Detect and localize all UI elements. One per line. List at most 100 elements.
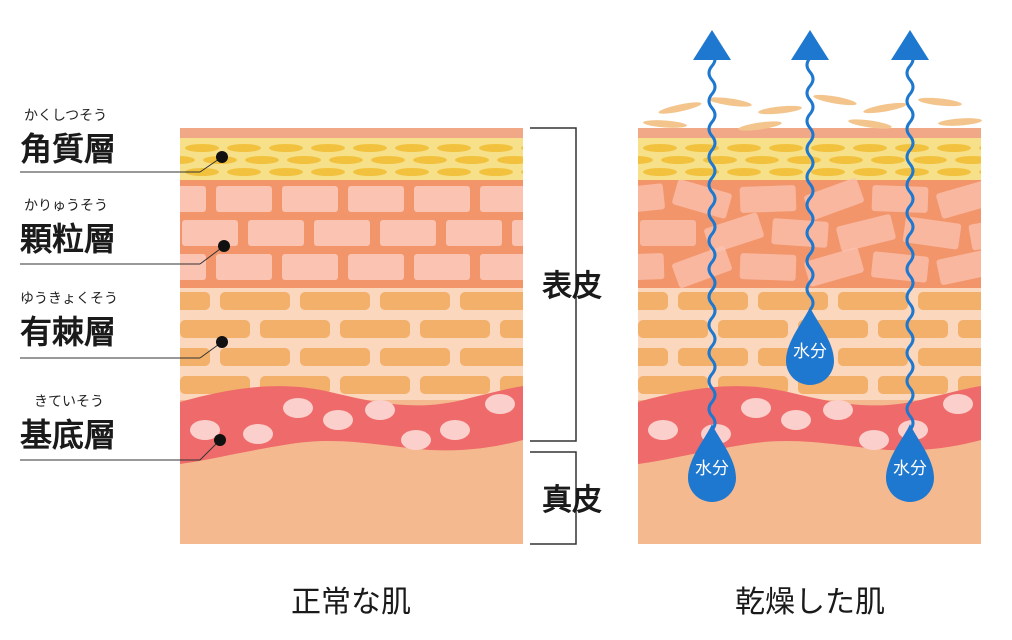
granular-cell xyxy=(348,254,404,280)
spinous-cell xyxy=(180,348,210,366)
granular-cell xyxy=(180,254,206,280)
corneum-cell xyxy=(395,168,429,176)
corneum-cell xyxy=(979,146,981,150)
corneum-cell xyxy=(245,156,279,164)
lifted-flake xyxy=(643,120,687,128)
granular-cell xyxy=(871,185,929,213)
granular-cell xyxy=(182,220,238,246)
lifted-flake xyxy=(738,121,782,131)
lifted-flake xyxy=(758,105,802,115)
granular-cell xyxy=(640,220,696,246)
granular-cell xyxy=(638,183,665,215)
corneum-cell xyxy=(661,156,695,164)
corneum-cell xyxy=(521,170,523,174)
corneum-cell xyxy=(353,144,387,152)
caption-dry-skin: 乾燥した肌 xyxy=(735,585,885,620)
corneum-cell xyxy=(413,156,447,164)
normal-granular-cells xyxy=(180,186,523,280)
spinous-cell xyxy=(380,292,450,310)
corneum-cell xyxy=(437,144,471,152)
granular-cell xyxy=(771,218,829,248)
granular-cell xyxy=(248,220,304,246)
basal-cell xyxy=(190,420,220,440)
evaporation-wave xyxy=(905,37,915,431)
lifted-flake xyxy=(863,102,907,114)
svg-text:顆粒層: 顆粒層 xyxy=(20,220,116,258)
basal-cell xyxy=(401,430,431,450)
spinous-cell xyxy=(340,320,410,338)
spinous-cell xyxy=(878,320,948,338)
spinous-cell xyxy=(500,320,523,338)
basal-cell xyxy=(283,398,313,418)
granular-cell xyxy=(348,186,404,212)
corneum-cell xyxy=(769,144,803,152)
granular-cell xyxy=(480,186,523,212)
label-stratum-corneum: かくしつそう 角質層 xyxy=(20,108,228,173)
granular-cell xyxy=(902,216,962,250)
dry-lifted-flakes xyxy=(643,94,982,131)
basal-cell xyxy=(243,424,273,444)
spinous-cell xyxy=(638,348,668,366)
caption-normal-skin: 正常な肌 xyxy=(291,585,411,620)
arrow-head xyxy=(791,30,829,60)
dry-corneum-cells xyxy=(638,144,981,176)
granular-cell xyxy=(414,254,470,280)
svg-text:きていそう: きていそう xyxy=(34,394,104,410)
normal-basal-cells xyxy=(190,394,515,450)
corneum-cell xyxy=(311,144,345,152)
corneum-cell xyxy=(371,156,405,164)
corneum-cell xyxy=(479,168,513,176)
granular-cell xyxy=(804,247,864,287)
granular-cell xyxy=(936,179,981,219)
label-stratum-granulosum: かりゅうそう 顆粒層 xyxy=(20,198,230,265)
corneum-cell xyxy=(853,144,887,152)
spinous-cell xyxy=(420,320,490,338)
granular-cell xyxy=(216,186,272,212)
lifted-flake xyxy=(918,97,962,107)
corneum-cell xyxy=(769,168,803,176)
corneum-cell xyxy=(787,156,821,164)
basal-cell xyxy=(485,394,515,414)
granular-cell xyxy=(180,186,206,212)
lifted-flake xyxy=(708,97,752,107)
basal-cell xyxy=(859,430,889,450)
corneum-cell xyxy=(727,144,761,152)
svg-text:水分: 水分 xyxy=(695,459,729,479)
corneum-cell xyxy=(311,168,345,176)
normal-spinous-cells xyxy=(180,292,523,394)
granular-cell xyxy=(480,254,523,280)
corneum-cell xyxy=(871,156,905,164)
svg-text:水分: 水分 xyxy=(893,459,927,479)
granular-cell xyxy=(414,186,470,212)
spinous-cell xyxy=(220,348,290,366)
lifted-flake xyxy=(813,94,857,106)
spinous-cell xyxy=(718,320,788,338)
corneum-cell xyxy=(479,144,513,152)
corneum-cell xyxy=(143,144,177,152)
arrow-head xyxy=(891,30,929,60)
spinous-cell xyxy=(420,376,490,394)
corneum-cell xyxy=(811,168,845,176)
corneum-cell xyxy=(269,168,303,176)
normal-skin-panel xyxy=(143,128,523,544)
spinous-cell xyxy=(460,348,523,366)
corneum-cell xyxy=(185,144,219,152)
corneum-cell xyxy=(643,144,677,152)
spinous-cell xyxy=(678,292,748,310)
granular-cell xyxy=(739,185,797,213)
corneum-cell xyxy=(811,144,845,152)
corneum-cell xyxy=(979,170,981,174)
corneum-cell xyxy=(329,156,363,164)
lifted-flake xyxy=(848,119,892,129)
spinous-cell xyxy=(300,292,370,310)
basal-cell xyxy=(943,394,973,414)
dry-basal-cells xyxy=(648,394,973,450)
corneum-cell xyxy=(395,144,429,152)
spinous-cell xyxy=(678,348,748,366)
corneum-cell xyxy=(227,144,261,152)
spinous-cell xyxy=(878,376,948,394)
corneum-cell xyxy=(643,168,677,176)
spinous-cell xyxy=(220,292,290,310)
granular-cell xyxy=(216,254,272,280)
basal-cell xyxy=(365,400,395,420)
